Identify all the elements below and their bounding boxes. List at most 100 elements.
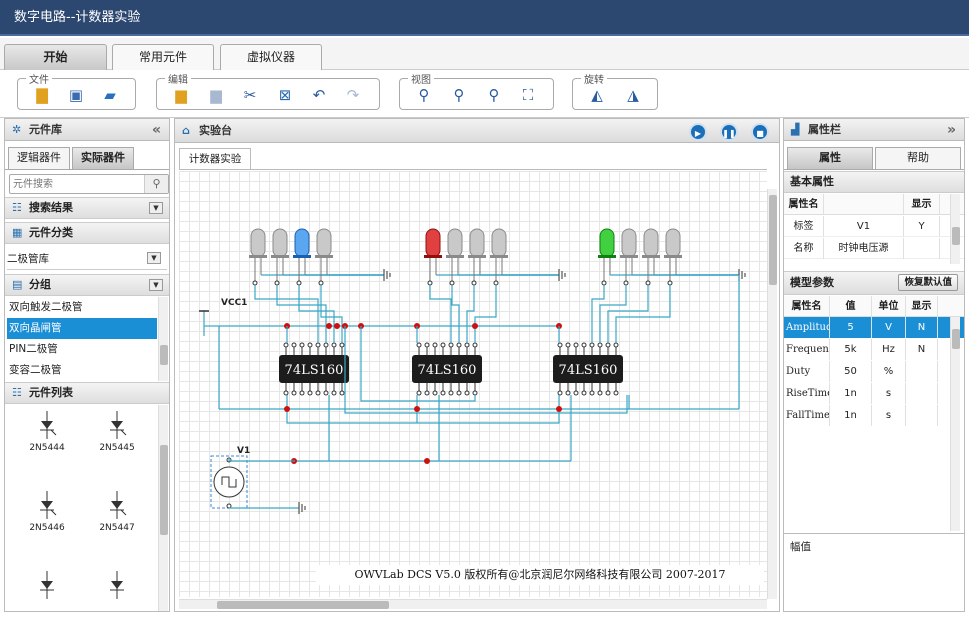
table-row[interactable]: 标签 V1 Y (784, 216, 964, 237)
chevron-down-icon[interactable]: ▼ (147, 252, 161, 264)
search-icon[interactable]: ⚲ (144, 175, 168, 193)
ic-pin-end (573, 342, 579, 348)
paste-icon[interactable]: ▆ (175, 86, 187, 104)
properties-icon: ▟ (791, 123, 800, 136)
ic-pin-end (456, 342, 462, 348)
component-partial[interactable] (85, 571, 149, 603)
table-row[interactable]: RiseTime 1n s (784, 383, 964, 404)
component-2n5447[interactable]: 2N5447 (85, 491, 149, 533)
workbench-header: ⌂ 实验台 (175, 119, 779, 143)
v1-label: V1 (237, 446, 250, 456)
ic-74ls160-label: 74LS160 (418, 363, 477, 378)
workbench-title: 实验台 (199, 124, 232, 137)
rotate-left-icon[interactable]: ◭ (591, 86, 603, 104)
ic-pin-end (613, 342, 619, 348)
component-2n5444[interactable]: 2N5444 (15, 411, 79, 453)
horizontal-scroll-thumb[interactable] (217, 601, 389, 609)
tab-virtual-instruments[interactable]: 虚拟仪器 (220, 44, 322, 70)
redo-icon[interactable]: ↷ (346, 86, 360, 104)
led-pin (449, 280, 455, 286)
basic-row-show[interactable] (904, 238, 940, 259)
model-row-value[interactable]: 5k (830, 339, 872, 360)
component-partial[interactable] (15, 571, 79, 603)
model-row-show[interactable]: N (906, 339, 938, 360)
model-header-unit: 单位 (872, 296, 906, 317)
junction-node (334, 323, 340, 329)
list-item[interactable]: 变容二极管 (9, 364, 62, 376)
copy-icon[interactable]: ▆ (210, 86, 222, 104)
fullscreen-icon[interactable]: ⛶ (522, 86, 534, 104)
tab-help[interactable]: 帮助 (875, 147, 961, 169)
undo-icon[interactable]: ↶ (312, 86, 326, 104)
component-2n5446[interactable]: 2N5446 (15, 491, 79, 533)
model-row-show[interactable]: N (906, 317, 938, 338)
run-button[interactable]: ▶ (689, 123, 707, 141)
search-results-section[interactable]: ☷ 搜索结果 ▼ (5, 197, 169, 219)
category-select[interactable]: 二极管库 ▼ (7, 248, 167, 270)
home-icon: ⌂ (182, 124, 190, 137)
cut-icon[interactable]: ✂ (243, 86, 257, 104)
group-title: 分组 (29, 278, 51, 291)
thyristor-icon (37, 491, 57, 519)
new-file-icon[interactable]: ▇ (36, 86, 48, 104)
reset-defaults-button[interactable]: 恢复默认值 (898, 274, 958, 291)
rotate-right-icon[interactable]: ◮ (627, 86, 639, 104)
model-row-show[interactable] (906, 405, 938, 426)
delete-icon[interactable]: ⊠ (278, 86, 292, 104)
model-row-value[interactable]: 50 (830, 361, 872, 382)
led-pin (601, 280, 607, 286)
model-row-value[interactable]: 5 (830, 317, 872, 338)
subtab-logic-devices[interactable]: 逻辑器件 (8, 147, 70, 169)
stop-button[interactable]: ■ (751, 123, 769, 141)
canvas-horizontal-scrollbar[interactable] (179, 599, 767, 609)
model-header-show: 显示 (906, 296, 938, 317)
model-row-show[interactable] (906, 383, 938, 404)
table-row[interactable]: 名称 时钟电压源 (784, 238, 964, 259)
zoom-fit-icon[interactable]: ⚲ (488, 86, 500, 104)
basic-row-value[interactable]: V1 (824, 216, 904, 237)
chevron-down-icon[interactable]: ▼ (149, 279, 163, 291)
canvas-vertical-scrollbar[interactable] (767, 189, 777, 599)
table-row[interactable]: FallTime 1n s (784, 405, 964, 426)
basic-row-value[interactable]: 时钟电压源 (824, 238, 904, 259)
collapse-right-icon[interactable]: » (946, 122, 956, 138)
tab-properties[interactable]: 属性 (787, 147, 873, 169)
ic-pin-end (589, 342, 595, 348)
model-row-show[interactable] (906, 361, 938, 382)
table-row[interactable]: Duty 50 % (784, 361, 964, 382)
thyristor-icon (37, 571, 57, 599)
model-scrollbar[interactable] (950, 317, 960, 531)
list-item-selected[interactable]: 双向晶闸管 (7, 318, 157, 339)
pause-button[interactable]: ❚❚ (720, 123, 738, 141)
list-item[interactable]: 双向触发二极管 (9, 301, 83, 313)
table-row[interactable]: Frequency 5k Hz N (784, 339, 964, 360)
save-icon[interactable]: ▣ (68, 86, 84, 104)
zoom-in-icon[interactable]: ⚲ (418, 86, 430, 104)
model-row-value[interactable]: 1n (830, 405, 872, 426)
zoom-out-icon[interactable]: ⚲ (453, 86, 465, 104)
component-library-panel: ✲ 元件库 « 逻辑器件 实际器件 ⚲ ☷ 搜索结果 ▼ ▦ 元件分类 二极管库… (4, 118, 170, 612)
model-row-value[interactable]: 1n (830, 383, 872, 404)
open-folder-icon[interactable]: ▰ (104, 86, 116, 104)
wire (360, 326, 476, 402)
file-group: 文件 ▇ ▣ ▰ (17, 71, 136, 110)
tab-counter-experiment[interactable]: 计数器实验 (179, 148, 251, 170)
collapse-left-icon[interactable]: « (151, 122, 161, 138)
subtab-real-devices[interactable]: 实际器件 (72, 147, 134, 169)
list-item[interactable]: PIN二极管 (9, 343, 58, 355)
basic-row-show[interactable]: Y (904, 216, 940, 237)
ic-pin-end (464, 390, 470, 396)
led-gray (642, 228, 660, 281)
tab-start[interactable]: 开始 (4, 44, 107, 70)
component-list-scrollbar[interactable] (158, 405, 168, 611)
tab-common-components[interactable]: 常用元件 (112, 44, 214, 70)
component-2n5445[interactable]: 2N5445 (85, 411, 149, 453)
search-input[interactable] (10, 175, 140, 193)
model-row-unit: V (872, 317, 906, 338)
group-scrollbar[interactable] (158, 297, 168, 381)
chevron-down-icon[interactable]: ▼ (149, 202, 163, 214)
table-row-selected[interactable]: Amplitude 5 V N (784, 317, 964, 338)
basic-scrollbar[interactable] (950, 194, 960, 264)
